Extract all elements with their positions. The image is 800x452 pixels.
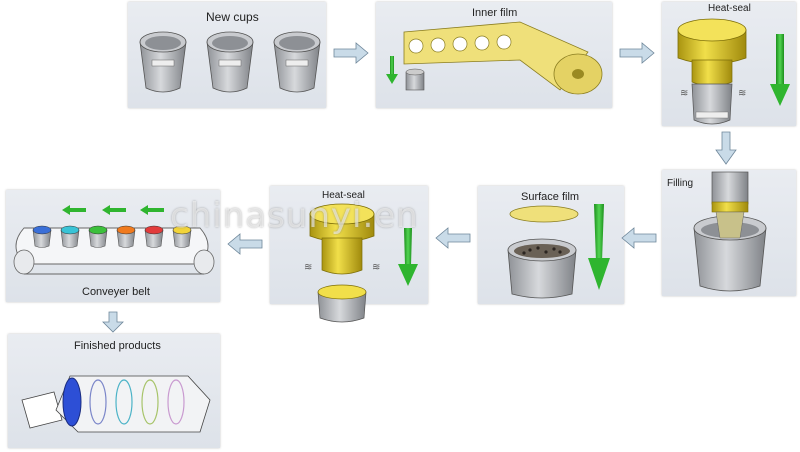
conveyor-cups: [32, 225, 192, 248]
new-cup-2: [206, 31, 254, 93]
inner-film-down-arrow: [386, 56, 398, 84]
watermark: chinasunyi.en: [170, 196, 419, 236]
heat-sealer-1: ≋ ≋: [677, 18, 747, 125]
inner-film-strip: [403, 21, 603, 95]
svg-text:≋: ≋: [304, 262, 312, 273]
heat-seal-2-cup: [317, 284, 367, 323]
heat-seal-1-down-arrow: [770, 34, 790, 106]
conveyor-cup-5: [144, 225, 164, 248]
label-new-cups: New cups: [206, 10, 259, 24]
svg-text:≋: ≋: [372, 262, 380, 273]
conveyor-cup-3: [88, 225, 108, 248]
label-heat-seal-2: Heat-seal: [322, 190, 365, 201]
surface-film-disc: [509, 205, 579, 223]
flow-arrow-1: [333, 42, 369, 64]
flow-arrow-2: [619, 42, 655, 64]
label-conveyer-belt: Conveyer belt: [82, 286, 150, 298]
surface-film-down-arrow: [588, 204, 610, 290]
conveyor-cup-2: [60, 225, 80, 248]
label-inner-film: Inner film: [472, 7, 518, 19]
svg-text:≋: ≋: [680, 88, 688, 99]
flow-arrow-5: [435, 227, 471, 249]
conveyor-cup-6: [172, 225, 192, 248]
label-heat-seal-1: Heat-seal: [708, 3, 751, 14]
new-cup-3: [273, 31, 321, 93]
new-cup-1: [139, 31, 187, 93]
flow-arrow-3: [715, 131, 737, 165]
filling-nozzle: [711, 171, 749, 239]
flow-arrow-6: [227, 233, 263, 255]
label-filling: Filling: [667, 178, 694, 189]
label-finished-products: Finished products: [74, 340, 161, 352]
heat-seal-2-down-arrow: [398, 228, 418, 286]
conveyor-direction-arrows: [62, 205, 164, 215]
svg-text:≋: ≋: [738, 88, 746, 99]
label-surface-film: Surface film: [521, 191, 580, 203]
heat-sealer-2: ≋ ≋: [304, 203, 380, 275]
flow-arrow-7: [102, 311, 124, 333]
conveyor-cup-1: [32, 225, 52, 248]
surface-film-cup: [507, 238, 577, 299]
conveyor-cup-4: [116, 225, 136, 248]
finished-products-tube: [21, 375, 211, 433]
flow-arrow-4: [621, 227, 657, 249]
